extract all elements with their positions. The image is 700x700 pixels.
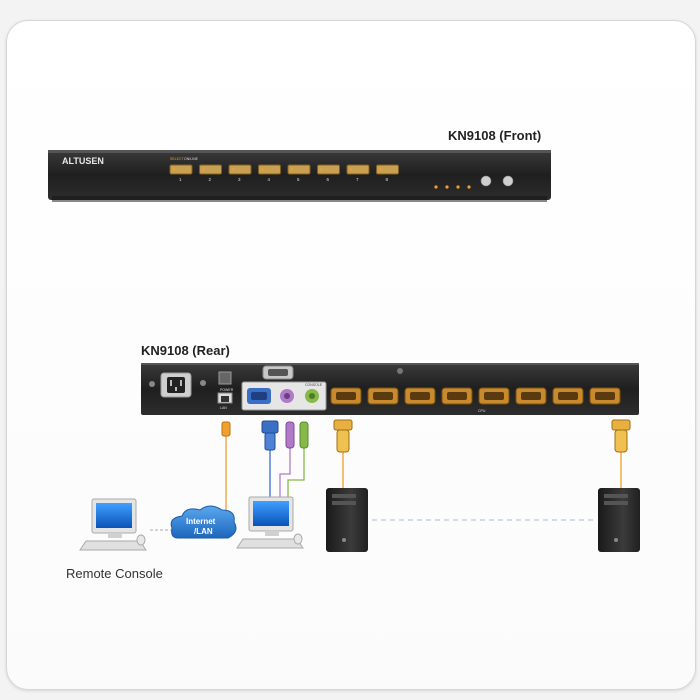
cpu-label: CPU [478, 409, 486, 413]
cloud-label-line2: /LAN [194, 527, 213, 536]
rear-cpu-port-socket [558, 392, 578, 400]
front-port-number: 6 [327, 177, 330, 182]
front-port-number: 4 [268, 177, 271, 182]
server-tower-icon-2 [598, 488, 640, 552]
led-label-select: SELECT [170, 157, 184, 161]
rear-cpu-port-socket [410, 392, 430, 400]
rear-cpu-port-socket [336, 392, 356, 400]
local-console-computer-icon [236, 496, 304, 549]
front-port-number: 8 [386, 177, 389, 182]
rear-screw-icon [397, 368, 403, 374]
front-port-button [199, 164, 222, 175]
remote-console-label: Remote Console [66, 566, 163, 581]
front-port-led [231, 168, 235, 171]
internet-cloud-icon: Internet /LAN [170, 505, 237, 539]
rear-title: KN9108 (Rear) [141, 343, 230, 358]
rear-cpu-port-socket [373, 392, 393, 400]
rear-cpu-port-socket [595, 392, 615, 400]
cable-connectors [221, 419, 631, 453]
front-port-number: 3 [238, 177, 241, 182]
front-port-led [172, 168, 176, 171]
front-brand: ALTUSEN [62, 156, 104, 166]
rear-cpu-port-socket [447, 392, 467, 400]
cloud-label-line1: Internet [186, 517, 216, 526]
diagram-card [6, 20, 696, 690]
ground-screw-icon [200, 380, 206, 386]
front-port-led [261, 168, 264, 171]
rear-panel: POWER LAN CONSOLE CPU [141, 363, 639, 415]
server-tower-icon-1 [326, 488, 368, 552]
remote-console-computer-icon [79, 498, 147, 551]
front-title: KN9108 (Front) [448, 128, 542, 143]
front-panel: ALTUSEN SELECT ON/LINE 1 2 3 4 5 6 7 8 [48, 150, 551, 202]
front-status-leds [434, 185, 471, 189]
front-port-led [202, 168, 205, 171]
front-port-button [346, 164, 370, 175]
power-socket [149, 372, 192, 398]
front-port-number: 1 [179, 177, 182, 182]
front-port-button [376, 164, 399, 175]
power-switch [218, 371, 232, 385]
front-port-button [258, 164, 281, 175]
front-port-led [379, 168, 382, 171]
front-port-number: 5 [297, 177, 300, 182]
led-label-online: ON/LINE [184, 157, 199, 161]
front-port-button [228, 164, 252, 175]
front-port-button [317, 164, 340, 175]
front-port-number: 7 [356, 177, 359, 182]
front-port-buttons: 1 2 3 4 5 6 7 8 [169, 164, 399, 182]
front-port-select-buttons [480, 175, 514, 187]
console-label: CONSOLE [305, 383, 323, 387]
rear-cpu-ports [330, 387, 621, 405]
front-port-led [290, 168, 294, 171]
front-port-button [169, 164, 193, 175]
front-port-led [349, 168, 353, 171]
rear-cpu-port-socket [484, 392, 504, 400]
front-port-button [287, 164, 311, 175]
lan-label: LAN [220, 406, 227, 410]
rear-cpu-port-socket [521, 392, 541, 400]
front-port-number: 2 [209, 177, 212, 182]
power-label: POWER [220, 388, 234, 392]
front-port-led [320, 168, 323, 171]
